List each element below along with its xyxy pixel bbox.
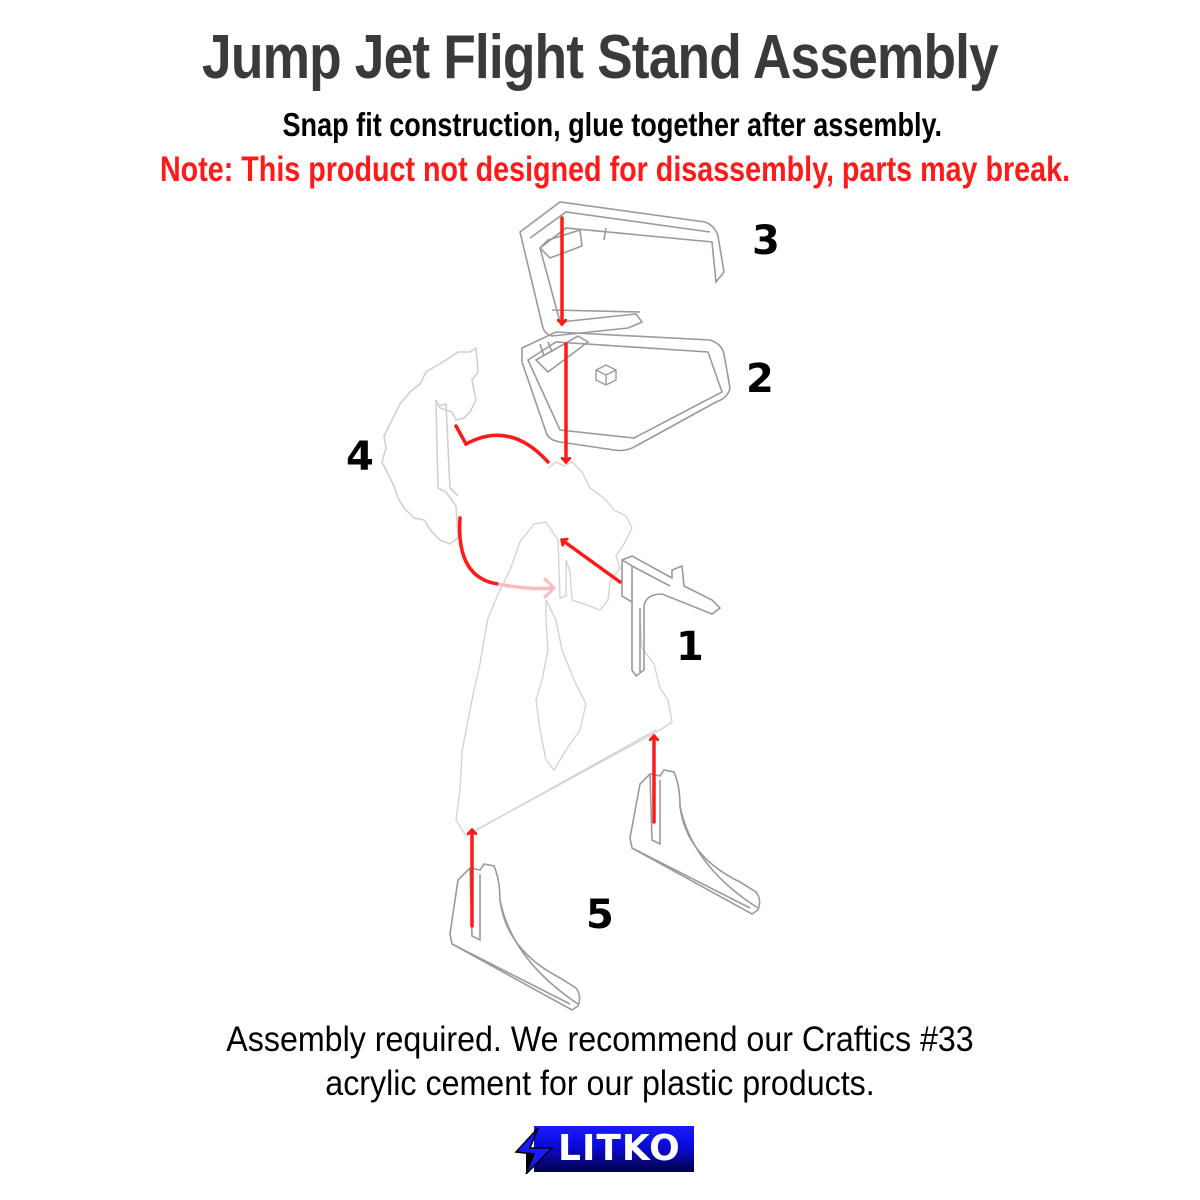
arrow-4-bottom-faded [497,582,555,591]
warning-note: Note: This product not designed for disa… [159,150,1071,189]
part-4-side-panel [381,346,479,545]
part-label-1: 1 [676,624,704,670]
part-2-base-plate [521,331,731,452]
lightning-bolt-icon [514,1127,554,1174]
part-5-foot-right [629,769,761,915]
page-title: Jump Jet Flight Stand Assembly [202,23,999,92]
arrow-1-to-body [560,540,622,584]
subtitle: Snap fit construction, glue together aft… [282,106,943,143]
litko-logo: LITKO [508,1124,694,1174]
part-label-4: 4 [346,434,374,480]
footer-line-2: acrylic cement for our plastic products. [325,1064,875,1103]
logo-banner [534,1126,694,1172]
part-label-5: 5 [586,892,614,938]
assembly-arrows [454,216,654,928]
footer-line-1: Assembly required. We recommend our Craf… [226,1020,974,1059]
part-3-bracket [519,201,725,337]
part-label-2: 2 [746,356,774,402]
part-label-3: 3 [752,218,780,264]
arrow-4-bottom [457,516,500,586]
footer-text: Assembly required. We recommend our Craf… [48,1018,1152,1106]
logo-text: LITKO [558,1128,681,1169]
hex-peg-icon [595,364,617,386]
part-1-arm-connector [621,555,722,678]
part-5-foot-left [449,863,581,1011]
arrow-4-top [454,424,550,464]
